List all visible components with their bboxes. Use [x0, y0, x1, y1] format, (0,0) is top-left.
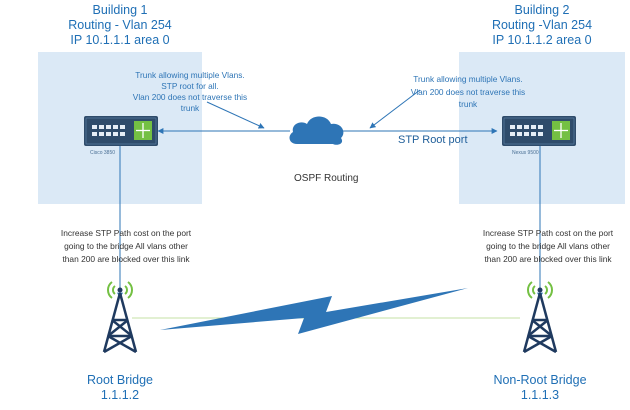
root-bridge-id: 1.1.1.2 — [100, 388, 140, 402]
path-cost-left-line: Increase STP Path cost on the port — [60, 228, 192, 238]
trunk-note-2-line: Trunk allowing multiple Vlans. — [413, 74, 523, 84]
radio-tower-icon — [522, 281, 558, 354]
switch-icon — [84, 116, 158, 146]
cloud-icon — [289, 116, 344, 145]
switch-icon — [502, 116, 576, 146]
switch-1-label: Cisco 3850 — [90, 150, 116, 156]
path-cost-right-line: than 200 are blocked over this link — [484, 254, 612, 264]
trunk-note-building-2: Trunk allowing multiple Vlans. Vlan 200 … — [398, 73, 538, 111]
switch-2-label: Nexus 9500 — [512, 150, 539, 156]
path-cost-left-line: going to the bridge All vlans other — [64, 241, 188, 251]
building-1-ip: IP 10.1.1.1 area 0 — [70, 33, 170, 47]
path-cost-right-line: going to the bridge All vlans other — [486, 241, 610, 251]
cloud-label: OSPF Routing — [294, 173, 359, 184]
nonroot-bridge-label: Non-Root Bridge 1.1.1.3 — [480, 373, 600, 403]
path-cost-note-left: Increase STP Path cost on the port going… — [56, 227, 196, 266]
building-1-title: Building 1 Routing - Vlan 254 IP 10.1.1.… — [38, 3, 202, 48]
trunk-note-1-line: Vlan 200 does not traverse this — [132, 92, 248, 102]
trunk-note-1-line: STP root for all. — [161, 81, 219, 91]
path-cost-note-right: Increase STP Path cost on the port going… — [478, 227, 618, 266]
building-1-name: Building 1 — [92, 3, 148, 17]
trunk-note-1-line: Trunk allowing multiple Vlans. — [135, 70, 245, 80]
pointer-note1 — [206, 101, 265, 129]
trunk-note-2-line: Vlan 200 does not traverse this — [410, 86, 526, 97]
building-2-ip: IP 10.1.1.2 area 0 — [492, 33, 592, 47]
switch-2 — [502, 116, 576, 146]
building-2-routing: Routing -Vlan 254 — [491, 18, 593, 32]
trunk-note-building-1: Trunk allowing multiple Vlans. STP root … — [120, 70, 260, 114]
root-bridge-label: Root Bridge 1.1.1.2 — [60, 373, 180, 403]
trunk-note-2-line: trunk — [458, 99, 478, 109]
trunk-note-1-line: trunk — [180, 103, 200, 113]
building-2-name: Building 2 — [514, 3, 570, 17]
switch-1 — [84, 116, 158, 146]
nonroot-bridge-name: Non-Root Bridge — [493, 373, 587, 387]
radio-tower-icon — [102, 281, 138, 354]
building-2-title: Building 2 Routing -Vlan 254 IP 10.1.1.2… — [459, 3, 625, 48]
building-1-routing: Routing - Vlan 254 — [68, 18, 172, 32]
path-cost-right-line: Increase STP Path cost on the port — [482, 228, 614, 238]
pointer-note2 — [369, 89, 421, 129]
root-bridge-name: Root Bridge — [86, 373, 153, 387]
stp-root-port-label: STP Root port — [398, 134, 468, 146]
nonroot-bridge-id: 1.1.1.3 — [520, 388, 560, 402]
path-cost-left-line: than 200 are blocked over this link — [62, 254, 190, 264]
